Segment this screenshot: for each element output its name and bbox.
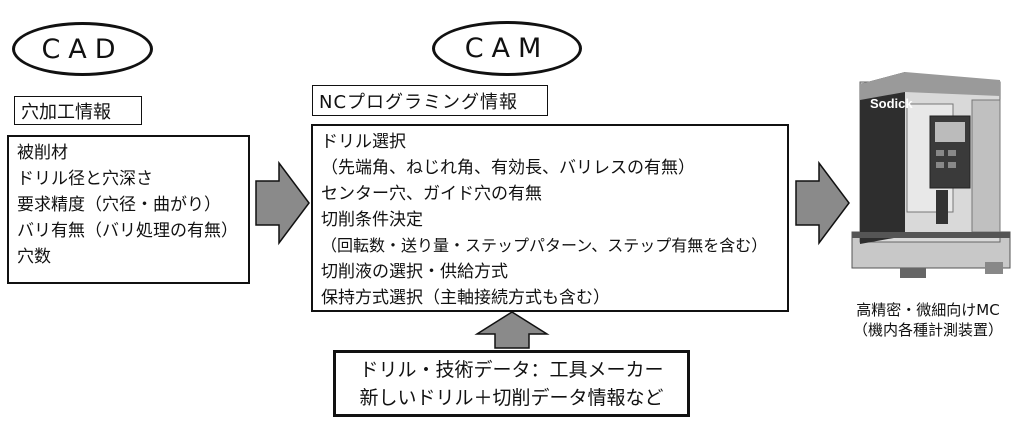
cad-item: ドリル径と穴深さ — [17, 169, 153, 189]
arrow-cam-to-machine — [795, 160, 850, 246]
cad-item: 要求精度（穴径・曲がり） — [17, 195, 221, 215]
cam-oval: CAM — [432, 21, 582, 76]
arrow-tools-to-cam — [474, 311, 550, 349]
machine-illustration: Sodick — [851, 72, 1011, 278]
cad-oval: CAD — [12, 22, 153, 76]
cam-info-box: ドリル選択 （先端角、ねじれ角、有効長、バリレスの有無） センター穴、ガイド穴の… — [311, 124, 789, 312]
cam-section-label-text: NCプログラミング情報 — [319, 91, 519, 113]
machine-caption-line: 高精密・微細向けMC — [856, 301, 1000, 319]
cam-item: （先端角、ねじれ角、有効長、バリレスの有無） — [321, 158, 695, 178]
cam-oval-label: CAM — [464, 33, 550, 64]
cam-item: 切削条件決定 — [321, 210, 423, 230]
cad-info-box: 被削材 ドリル径と穴深さ 要求精度（穴径・曲がり） バリ有無（バリ処理の有無） … — [7, 135, 250, 284]
tool-maker-line: 新しいドリル＋切削データ情報など — [359, 387, 664, 409]
cad-item: 穴数 — [17, 247, 51, 267]
cam-item: 切削液の選択・供給方式 — [321, 262, 508, 282]
tool-maker-box: ドリル・技術データ：工具メーカー 新しいドリル＋切削データ情報など — [333, 350, 690, 417]
cam-item: 保持方式選択（主軸接続方式も含む） — [321, 288, 610, 308]
cad-item: バリ有無（バリ処理の有無） — [17, 221, 238, 241]
tool-maker-line: ドリル・技術データ：工具メーカー — [359, 359, 664, 381]
cad-oval-label: CAD — [41, 33, 124, 65]
cad-section-label: 穴加工情報 — [14, 96, 142, 125]
cam-item: ドリル選択 — [321, 132, 406, 152]
arrow-cad-to-cam — [255, 160, 310, 246]
cam-item: （回転数・送り量・ステップパターン、ステップ有無を含む） — [321, 236, 768, 255]
machine-caption-line: （機内各種計測装置） — [852, 321, 1003, 339]
cam-section-label: NCプログラミング情報 — [312, 85, 548, 116]
machine-caption: 高精密・微細向けMC （機内各種計測装置） — [836, 300, 1020, 340]
cad-item: 被削材 — [17, 143, 68, 163]
cam-item: センター穴、ガイド穴の有無 — [321, 184, 542, 204]
machine-brand: Sodick — [870, 96, 913, 111]
cad-section-label-text: 穴加工情報 — [21, 101, 111, 123]
